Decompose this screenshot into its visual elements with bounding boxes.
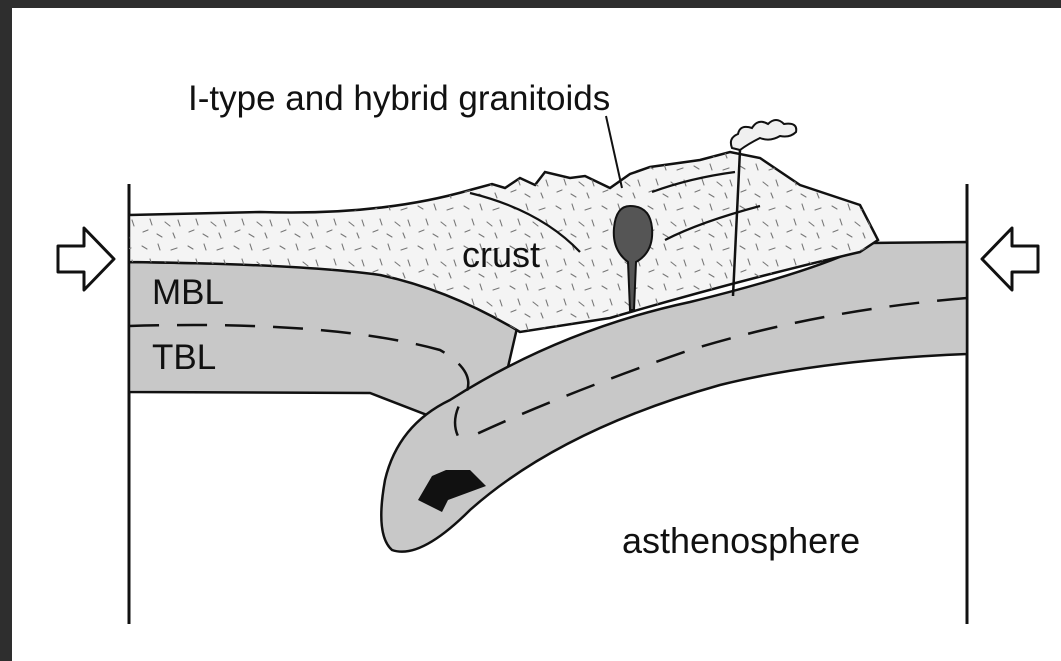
asthenosphere-label: asthenosphere	[622, 520, 860, 561]
mbl-label: MBL	[152, 273, 224, 312]
tbl-label: TBL	[152, 338, 216, 377]
crust-label: crust	[462, 234, 540, 275]
diagram-title: I-type and hybrid granitoids	[188, 79, 610, 118]
